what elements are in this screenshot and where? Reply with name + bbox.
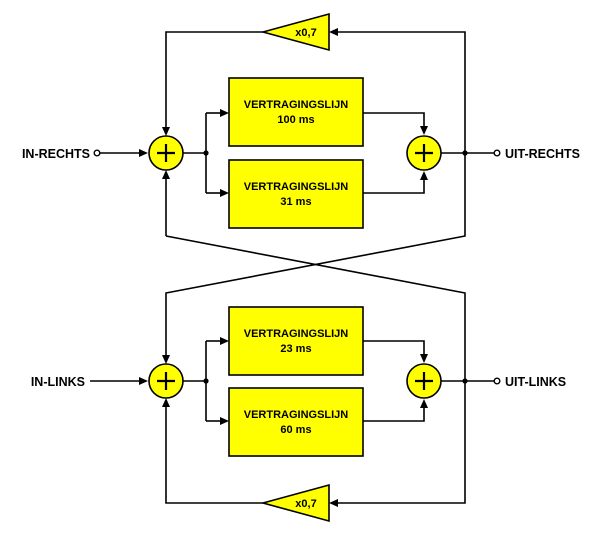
feedback-wire <box>165 405 263 504</box>
adder-bottom-right <box>406 363 442 399</box>
out-left-port <box>493 377 501 385</box>
in-left-label: IN-LINKS <box>31 375 85 389</box>
arrow-icon <box>220 417 229 425</box>
wire <box>363 406 425 422</box>
adder-top-left <box>148 135 184 171</box>
out-left-label: UIT-LINKS <box>505 375 566 389</box>
svg-text:x0,7: x0,7 <box>295 27 316 39</box>
in-right-label: IN-RECHTS <box>22 147 90 161</box>
cross-wire <box>165 235 466 381</box>
svg-text:x0,7: x0,7 <box>295 498 316 510</box>
feedback-wire <box>336 381 466 504</box>
adder-bottom-left <box>148 363 184 399</box>
arrow-icon <box>420 126 428 135</box>
svg-text:31 ms: 31 ms <box>280 196 311 208</box>
delay-line-23ms: VERTRAGINGSLIJN 23 ms <box>228 306 364 376</box>
arrow-icon <box>162 398 170 407</box>
delay-line-60ms: VERTRAGINGSLIJN 60 ms <box>228 387 364 457</box>
adder-top-right <box>406 135 442 171</box>
arrow-icon <box>220 189 229 197</box>
arrow-icon <box>420 399 428 408</box>
arrow-icon <box>162 127 170 136</box>
arrow-icon <box>220 109 229 117</box>
arrow-icon <box>420 171 428 180</box>
arrow-icon <box>329 499 338 507</box>
arrow-icon <box>162 355 170 364</box>
svg-text:100 ms: 100 ms <box>277 114 314 126</box>
arrow-icon <box>220 337 229 345</box>
wire <box>363 178 425 194</box>
svg-text:60 ms: 60 ms <box>280 424 311 436</box>
amplifier-bottom: x0,7 <box>259 483 330 523</box>
delay-line-100ms: VERTRAGINGSLIJN 100 ms <box>228 77 364 147</box>
arrow-icon <box>329 28 338 36</box>
arrow-icon <box>139 377 148 385</box>
svg-text:VERTRAGINGSLIJN: VERTRAGINGSLIJN <box>244 99 349 111</box>
feedback-wire <box>336 31 466 153</box>
cross-wire <box>165 153 466 357</box>
arrow-icon <box>420 354 428 363</box>
svg-text:VERTRAGINGSLIJN: VERTRAGINGSLIJN <box>244 328 349 340</box>
svg-text:23 ms: 23 ms <box>280 343 311 355</box>
arrow-icon <box>139 149 148 157</box>
feedback-wire <box>165 31 263 129</box>
wire <box>363 112 425 128</box>
arrow-icon <box>162 170 170 179</box>
in-right-port <box>93 149 101 157</box>
amplifier-top: x0,7 <box>259 12 330 52</box>
out-right-label: UIT-RECHTS <box>505 147 580 161</box>
svg-text:VERTRAGINGSLIJN: VERTRAGINGSLIJN <box>244 181 349 193</box>
delay-line-31ms: VERTRAGINGSLIJN 31 ms <box>228 159 364 229</box>
svg-text:VERTRAGINGSLIJN: VERTRAGINGSLIJN <box>244 409 349 421</box>
out-right-port <box>493 149 501 157</box>
wire <box>363 340 425 356</box>
